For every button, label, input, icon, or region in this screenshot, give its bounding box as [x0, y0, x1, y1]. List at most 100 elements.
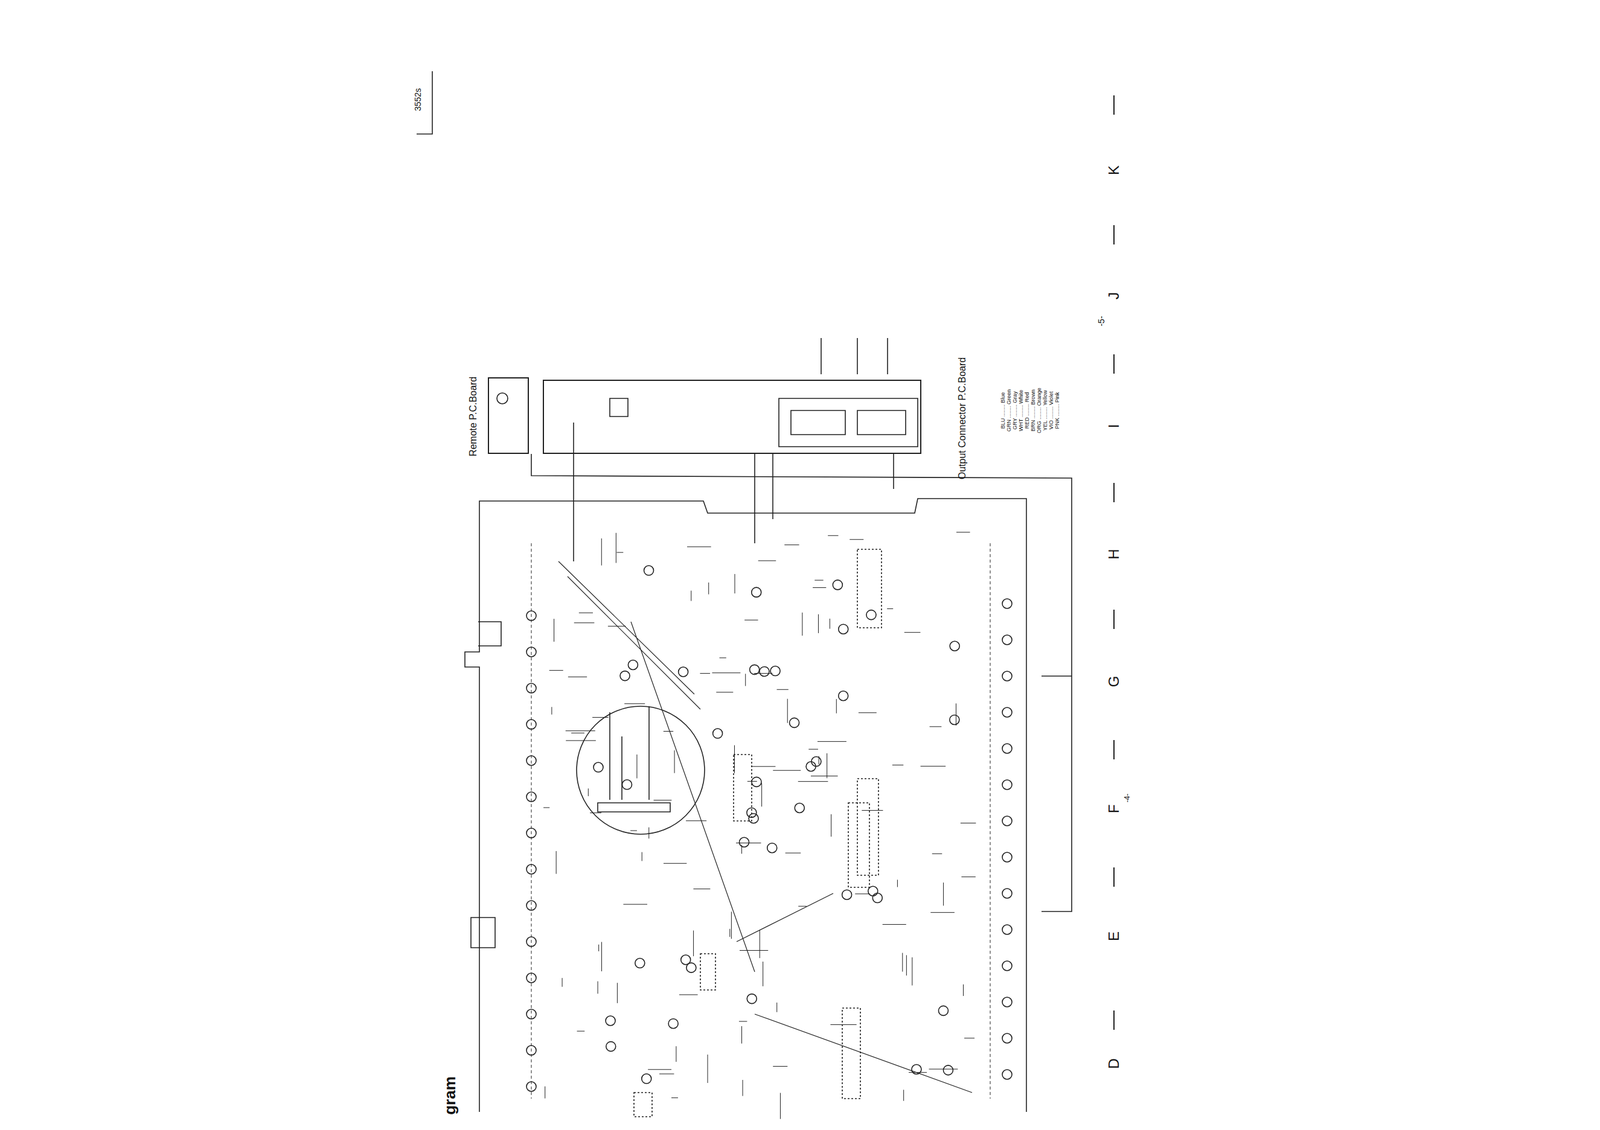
transistor-symbol	[526, 1081, 537, 1092]
component-mark	[592, 717, 609, 718]
grid-letter: G	[1106, 676, 1122, 688]
component-mark	[911, 957, 913, 986]
socket-pins	[597, 706, 671, 813]
transistor-symbol	[526, 683, 537, 694]
component-mark	[902, 953, 903, 973]
transistor-symbol	[767, 843, 778, 854]
component-mark	[741, 1026, 743, 1044]
component-mark	[687, 546, 712, 548]
socket-circle	[576, 706, 705, 835]
component-mark	[758, 560, 777, 561]
component-mark	[671, 1097, 679, 1099]
component-mark	[729, 929, 730, 938]
ic-outline	[633, 1092, 653, 1117]
component-mark	[762, 961, 764, 987]
column-divider	[1113, 1010, 1115, 1031]
transistor-symbol	[943, 1065, 953, 1076]
wire	[470, 621, 502, 948]
column-divider	[1113, 483, 1115, 503]
component-mark	[960, 822, 977, 824]
color-code: VIO ........ Violet	[1048, 391, 1055, 430]
component-mark	[719, 657, 727, 659]
transistor-symbol	[713, 728, 723, 739]
component-mark	[565, 740, 596, 741]
component-mark	[932, 853, 943, 855]
component-mark	[543, 807, 550, 808]
transistor-symbol	[635, 958, 645, 969]
component-mark	[699, 673, 711, 674]
component-mark	[751, 766, 776, 767]
component-mark	[906, 955, 907, 976]
component-mark	[904, 632, 921, 633]
ic-outline	[848, 803, 870, 888]
transistor-symbol	[621, 780, 632, 790]
ic-outline	[857, 549, 882, 628]
transistor-symbol	[1002, 924, 1012, 935]
transistor-symbol	[1002, 707, 1012, 718]
component-mark	[648, 827, 650, 840]
transistor-symbol	[526, 611, 537, 621]
color-code: BRN ........ Brown	[1030, 389, 1037, 432]
board-title: Remote P.C.Board	[467, 376, 479, 457]
component-mark	[674, 750, 676, 774]
component-mark	[556, 851, 557, 875]
component-mark	[777, 689, 789, 691]
component-mark	[759, 930, 761, 959]
circuit-board: Output Connector P.C.Board	[542, 379, 922, 455]
transistor-symbol	[526, 1009, 537, 1020]
component-mark	[739, 950, 768, 951]
component-mark	[776, 1002, 778, 1013]
component-mark	[598, 944, 599, 952]
component-mark	[741, 845, 743, 854]
component-mark	[744, 620, 758, 621]
component-mark	[653, 800, 672, 801]
component-mark	[754, 673, 773, 674]
component-mark	[920, 766, 947, 767]
component-mark	[882, 924, 907, 925]
component-mark	[787, 699, 788, 724]
transistor-symbol	[1002, 1033, 1012, 1044]
column-divider	[1113, 95, 1115, 115]
component-mark	[588, 788, 589, 797]
color-code: PNK ........ Pink	[1054, 391, 1061, 429]
transistor-symbol	[1002, 961, 1012, 971]
transistor-symbol	[1002, 671, 1012, 682]
component-mark	[963, 984, 964, 997]
transistor-symbol	[838, 691, 849, 701]
main-board-outline	[464, 498, 1027, 1113]
grid-letter: -5-	[1097, 315, 1107, 327]
component-mark	[736, 842, 761, 844]
ic-outline	[842, 1008, 861, 1099]
component-mark	[818, 756, 820, 765]
component-mark	[827, 535, 839, 537]
wire	[573, 422, 894, 562]
component-mark	[818, 614, 819, 634]
transistor-symbol	[668, 1019, 679, 1029]
component-mark	[571, 732, 585, 734]
component-mark	[892, 764, 904, 766]
component-mark	[663, 731, 674, 732]
component-mark	[830, 814, 832, 837]
transistor-symbol	[748, 813, 759, 824]
component-mark	[617, 982, 618, 1004]
board-drawing	[416, 71, 1114, 1120]
transistor-symbol	[872, 893, 883, 904]
transistor-symbol	[794, 803, 805, 814]
transistor-symbol	[620, 671, 630, 682]
transistor-symbol	[526, 719, 537, 730]
connector-detail	[609, 398, 918, 447]
component-mark	[597, 981, 599, 995]
transistor-symbol	[644, 565, 654, 576]
component-mark	[929, 1069, 959, 1070]
circuit-board: Remote P.C.Board	[487, 377, 529, 455]
transistor-symbol	[681, 955, 691, 965]
transistor-symbol	[938, 1005, 948, 1016]
transistor-symbol	[1002, 852, 1012, 863]
color-code: GRY ........ Gray	[1012, 391, 1019, 430]
component-mark	[675, 1046, 677, 1063]
component-mark	[568, 676, 587, 678]
component-mark	[854, 893, 870, 895]
ic-outline	[700, 953, 716, 991]
transistor-symbol	[949, 641, 960, 651]
